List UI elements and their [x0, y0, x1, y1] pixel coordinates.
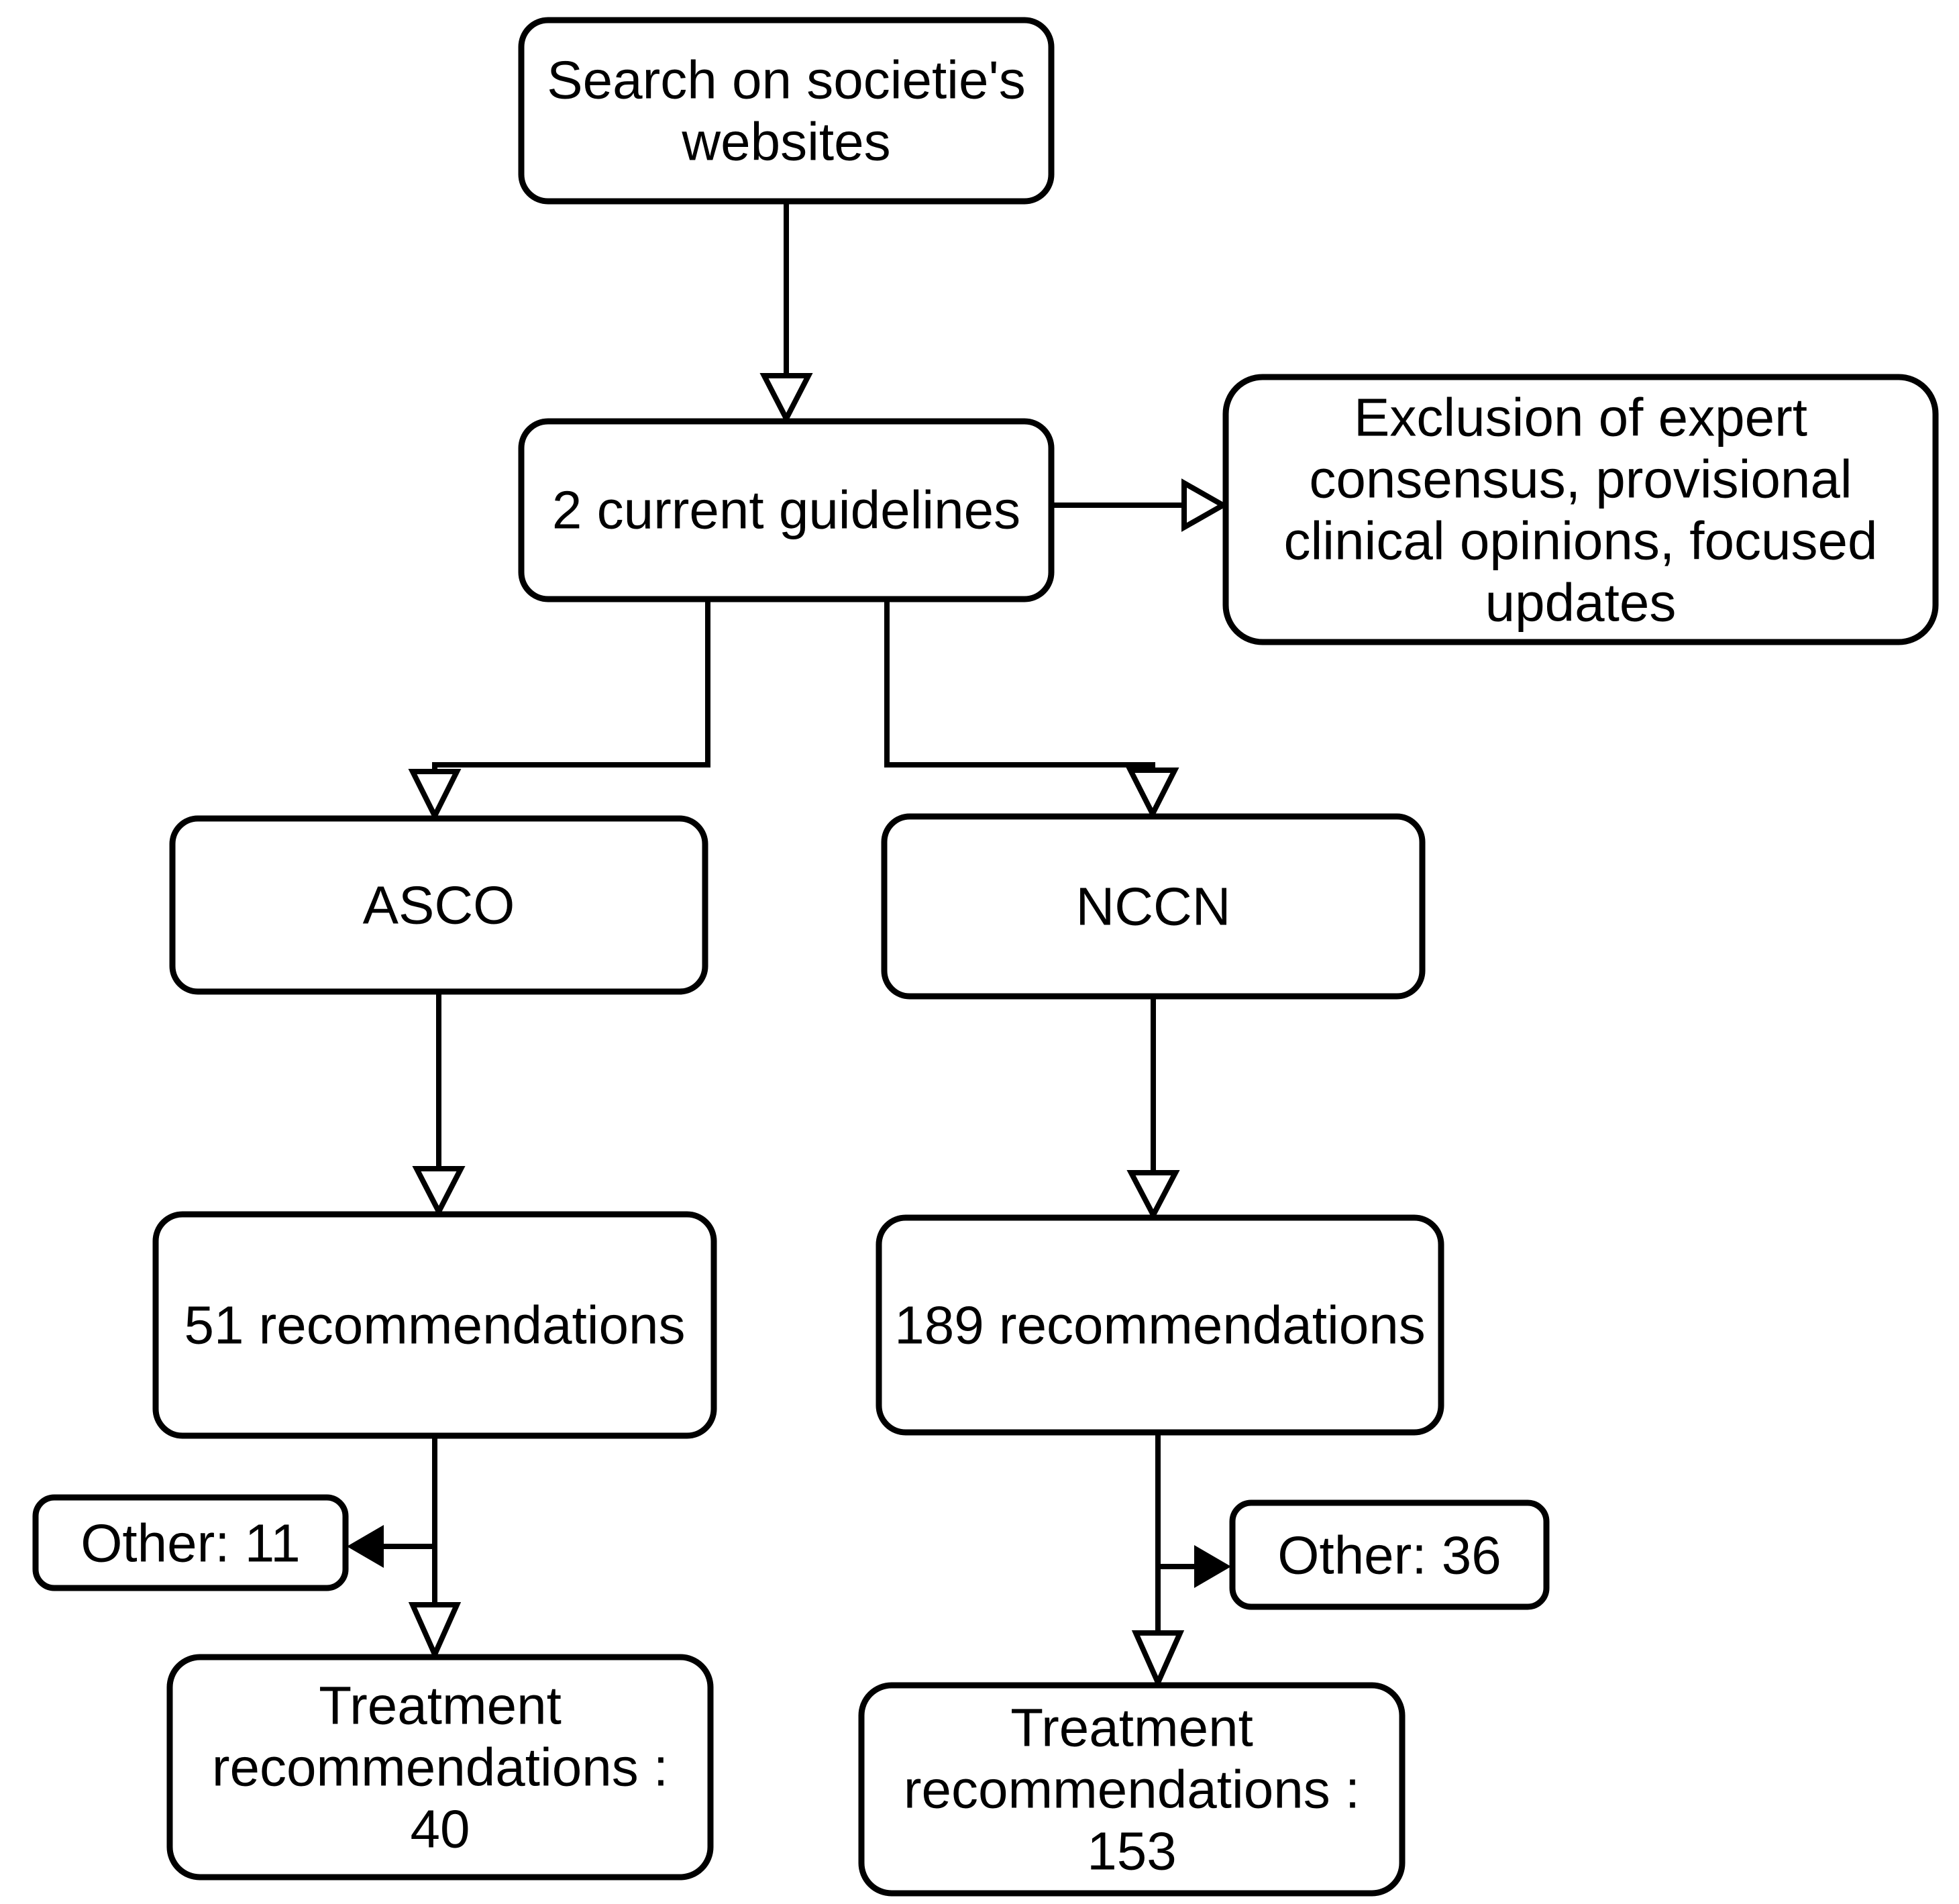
exclusion-label-line2: consensus, provisional — [1309, 449, 1852, 509]
connector-nccn-to-recommendations — [1126, 996, 1180, 1221]
nccn-other-label: Other: 36 — [1277, 1526, 1501, 1585]
connector-asco-recommendations-to-treatment — [347, 1436, 462, 1661]
connector-guidelines-to-exclusion — [1051, 478, 1229, 532]
asco-treatment-label-line1: Treatment — [319, 1676, 562, 1736]
arrowhead-down-icon — [1131, 1630, 1185, 1689]
nccn-other-node: Other: 36 — [1229, 1499, 1550, 1610]
asco-recommendations-box — [152, 1211, 717, 1439]
search-websites-label-line1: Search on societie's — [547, 50, 1025, 110]
arrowhead-right-icon — [1181, 478, 1229, 532]
connector-guidelines-to-nccn — [884, 599, 1179, 820]
asco-recommendations-label: 51 recommendations — [184, 1295, 685, 1355]
exclusion-box — [1222, 374, 1939, 645]
nccn-treatment-label-line1: Treatment — [1010, 1698, 1253, 1758]
connector-guidelines-to-asco — [408, 599, 710, 822]
asco-box — [169, 815, 708, 995]
exclusion-node: Exclusion of expert consensus, provision… — [1222, 374, 1939, 645]
connector-asco-to-recommendations — [412, 992, 466, 1218]
arrowhead-left-icon — [347, 1525, 384, 1568]
arrowhead-down-icon — [412, 1166, 466, 1218]
search-websites-label-line2: websites — [681, 112, 890, 172]
search-websites-node: Search on societie's websites — [518, 17, 1055, 205]
arrowhead-down-icon — [408, 1602, 462, 1661]
asco-treatment-label-line3: 40 — [411, 1799, 470, 1859]
asco-other-label: Other: 11 — [81, 1514, 301, 1573]
nccn-treatment-label-line2: recommendations : — [904, 1760, 1360, 1819]
arrowhead-down-icon — [1126, 1170, 1180, 1221]
search-websites-box — [518, 17, 1055, 205]
asco-node: ASCO — [169, 815, 708, 995]
nccn-label: NCCN — [1075, 877, 1230, 937]
asco-other-box — [32, 1494, 349, 1591]
arrowhead-down-icon — [759, 373, 813, 425]
nccn-treatment-box — [858, 1682, 1406, 1897]
asco-other-node: Other: 11 — [32, 1494, 349, 1591]
nccn-node: NCCN — [881, 813, 1426, 1000]
nccn-box — [881, 813, 1426, 1000]
connector-search-to-guidelines — [759, 201, 813, 425]
nccn-other-box — [1229, 1499, 1550, 1610]
arrowhead-down-icon — [408, 769, 462, 822]
exclusion-label-line1: Exclusion of expert — [1354, 388, 1807, 447]
connector-nccn-recommendations-to-treatment — [1131, 1432, 1231, 1689]
arrowhead-down-icon — [1126, 768, 1179, 820]
exclusion-label-line4: updates — [1485, 573, 1677, 633]
connector-line — [432, 599, 710, 773]
asco-recommendations-node: 51 recommendations — [152, 1211, 717, 1439]
connector-line — [884, 599, 1155, 772]
current-guidelines-box — [518, 418, 1055, 602]
asco-treatment-box — [166, 1654, 714, 1881]
nccn-recommendations-box — [876, 1214, 1444, 1436]
nccn-recommendations-node: 189 recommendations — [876, 1214, 1444, 1436]
arrowhead-right-icon — [1194, 1545, 1231, 1588]
exclusion-label-line3: clinical opinions, focused — [1284, 511, 1878, 571]
nccn-treatment-label-line3: 153 — [1087, 1821, 1176, 1881]
asco-treatment-node: Treatment recommendations : 40 — [166, 1654, 714, 1881]
current-guidelines-label: 2 current guidelines — [552, 480, 1020, 540]
nccn-treatment-node: Treatment recommendations : 153 — [858, 1682, 1406, 1897]
current-guidelines-node: 2 current guidelines — [518, 418, 1055, 602]
nccn-recommendations-label: 189 recommendations — [894, 1295, 1426, 1355]
asco-treatment-label-line2: recommendations : — [212, 1738, 668, 1797]
asco-label: ASCO — [363, 876, 515, 935]
